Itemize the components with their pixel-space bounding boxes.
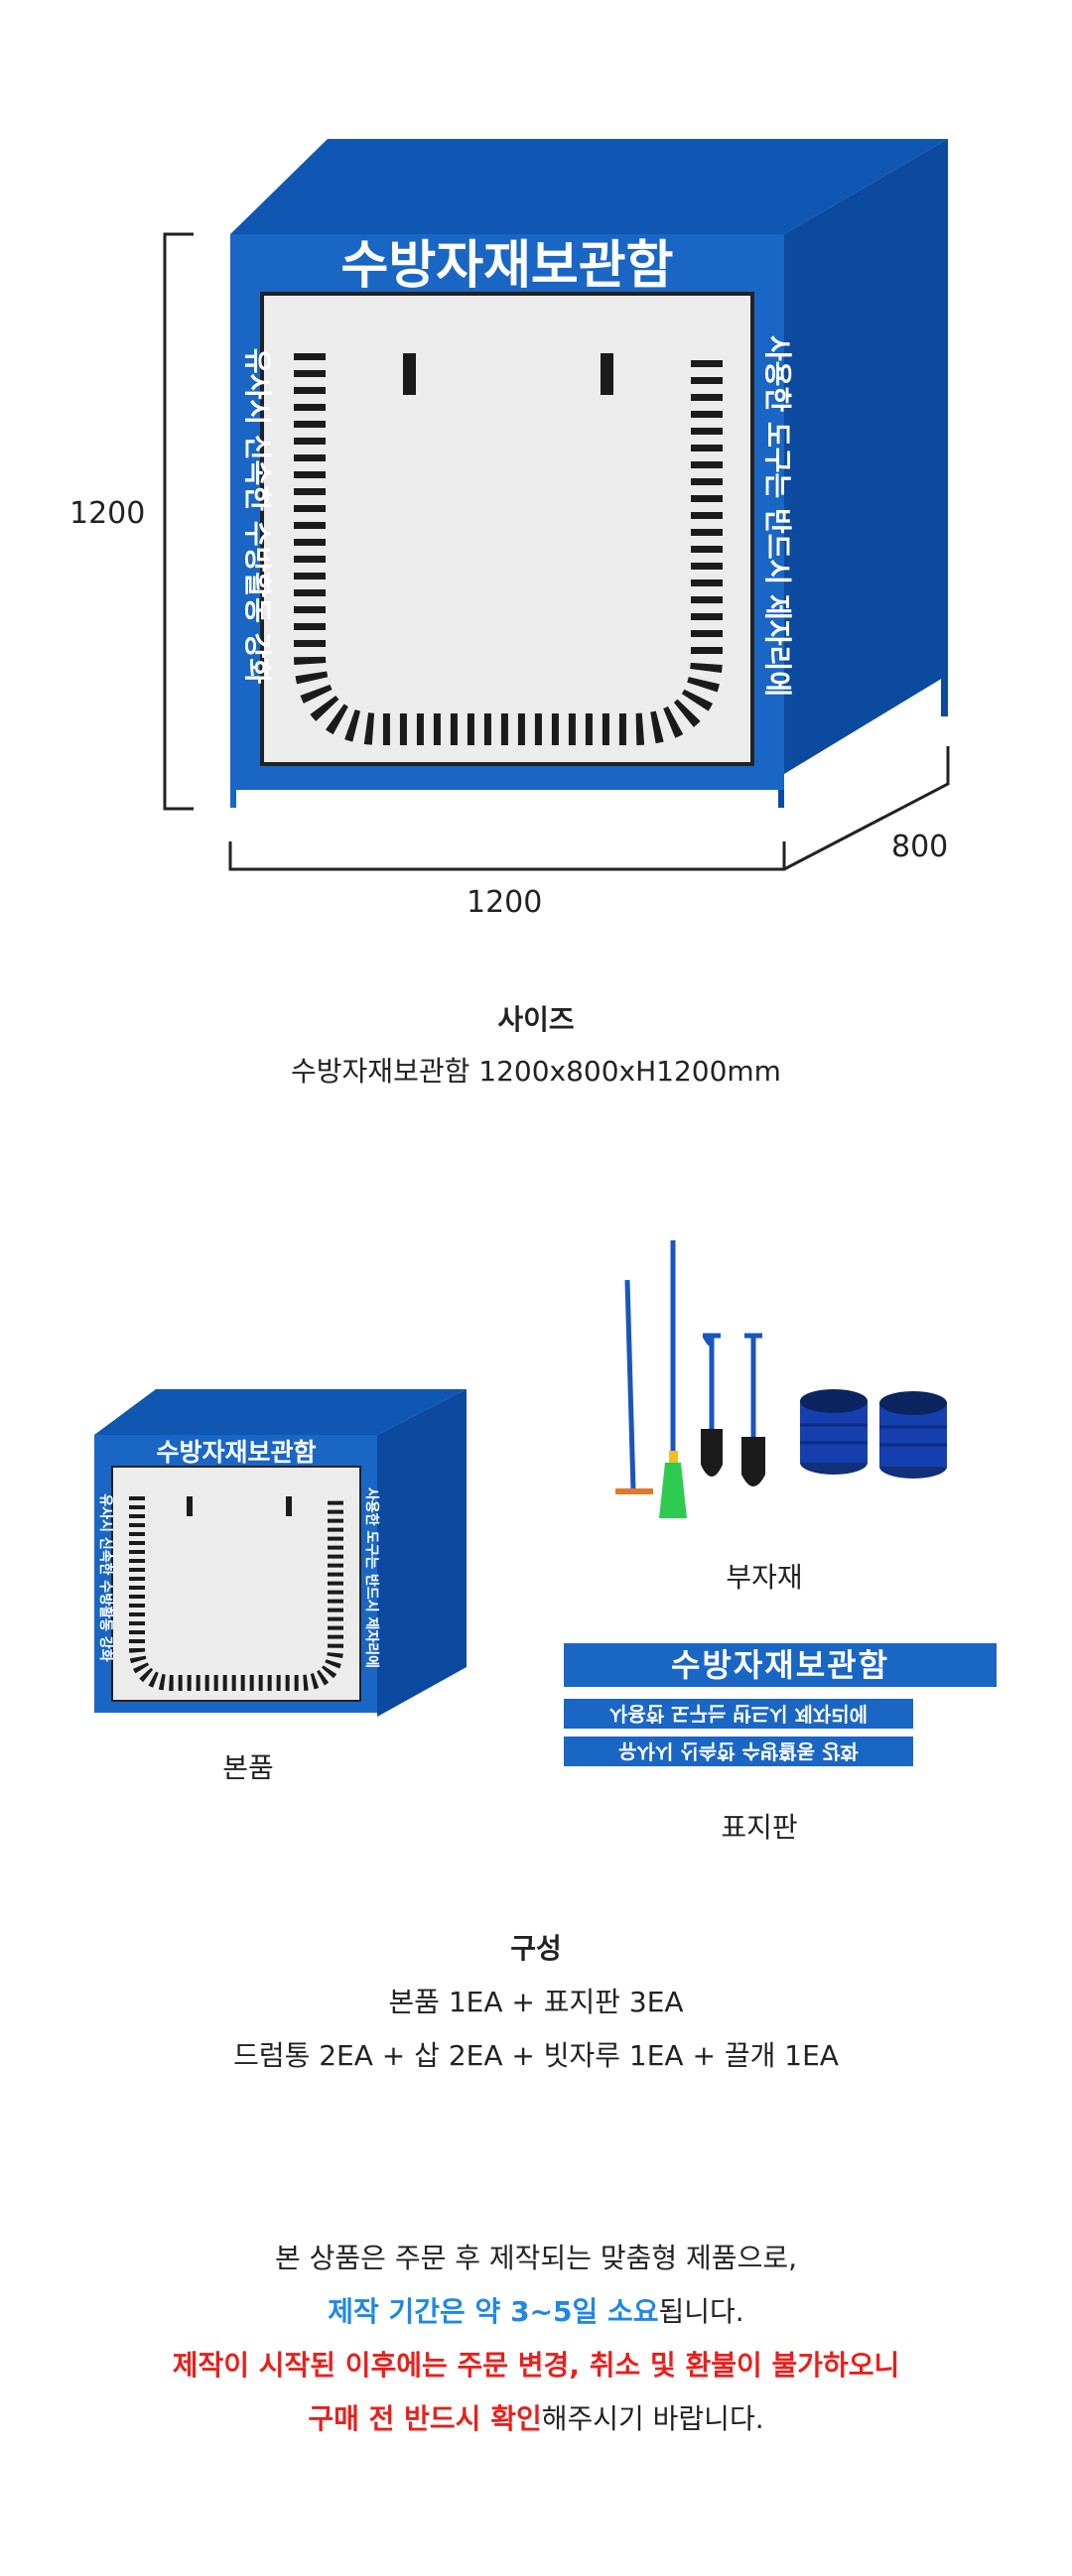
notice-line4: 구매 전 반드시 확인해주시기 바랍니다. (0, 2397, 1072, 2437)
shovel-icon (701, 1333, 723, 1477)
size-title: 사이즈 (497, 1003, 575, 1036)
notice-confirm-highlight: 구매 전 반드시 확인 (308, 2402, 542, 2435)
notice-line1: 본 상품은 주문 후 제작되는 맞춤형 제품으로, (275, 2242, 797, 2274)
accessories-image (615, 1240, 947, 1518)
rake-icon (615, 1279, 653, 1494)
cabinet-left-text: 유사시 신속한 수방활동 강화 (241, 348, 274, 685)
cabinet-title: 수방자재보관함 (341, 236, 674, 296)
depth-label: 800 (891, 830, 949, 864)
drum-icon (800, 1389, 868, 1475)
main-product-image: 수방자재보관함 유사시 신속한 수방활동 강화 사용한 도구는 반드시 제자리에 (94, 1389, 467, 1717)
cabinet-diagram: 수방자재보관함 유사시 신속한 수방활동 강화 사용한 도구는 반드시 제자리에 (163, 139, 950, 871)
depth-dimension-line (783, 746, 950, 871)
sign-strip-2: 유사시 신속한 수방활동 강화 (564, 1737, 913, 1766)
svg-text:유사시 신속한 수방활동 강화: 유사시 신속한 수방활동 강화 (97, 1493, 114, 1661)
notice-line3: 제작이 시작된 이후에는 주문 변경, 취소 및 환불이 불가하오니 (172, 2349, 900, 2382)
notice-line4-rest: 해주시기 바랍니다. (541, 2402, 764, 2435)
cabinet-top (230, 139, 948, 234)
width-dimension-line (228, 841, 786, 871)
cabinet-right-text: 사용한 도구는 반드시 제자리에 (761, 335, 794, 697)
notice-line2: 제작 기간은 약 3~5일 소요됩니다. (0, 2290, 1072, 2330)
svg-text:수방자재보관함: 수방자재보관함 (156, 1438, 316, 1467)
composition-title: 구성 (510, 1932, 562, 1965)
drum-icon (879, 1391, 947, 1479)
composition-line2: 드럼통 2EA + 삽 2EA + 빗자루 1EA + 끌개 1EA (233, 2039, 839, 2072)
sign-strip-1: 사용한 도구는 반드시 제자리에 (564, 1699, 913, 1729)
notice-line2-rest: 됩니다. (658, 2295, 744, 2328)
cabinet-panel (260, 292, 754, 766)
shovel-icon (741, 1333, 765, 1486)
size-line: 수방자재보관함 1200x800xH1200mm (291, 1055, 781, 1088)
width-label: 1200 (467, 885, 543, 920)
composition-line1: 본품 1EA + 표지판 3EA (388, 1986, 684, 2018)
notice-period-highlight: 제작 기간은 약 3~5일 소요 (328, 2295, 659, 2328)
svg-text:사용한 도구는 반드시 제자리에: 사용한 도구는 반드시 제자리에 (363, 1487, 380, 1668)
broom-icon (659, 1240, 687, 1518)
cabinet-side (784, 139, 948, 774)
height-label: 1200 (69, 496, 146, 531)
height-dimension-line (163, 232, 194, 811)
panel-dashed-path (294, 353, 723, 745)
sign-title-board: 수방자재보관함 (564, 1643, 997, 1687)
accessories-caption: 부자재 (726, 1561, 803, 1594)
sign-caption: 표지판 (721, 1811, 798, 1844)
main-product-caption: 본품 (222, 1751, 274, 1784)
